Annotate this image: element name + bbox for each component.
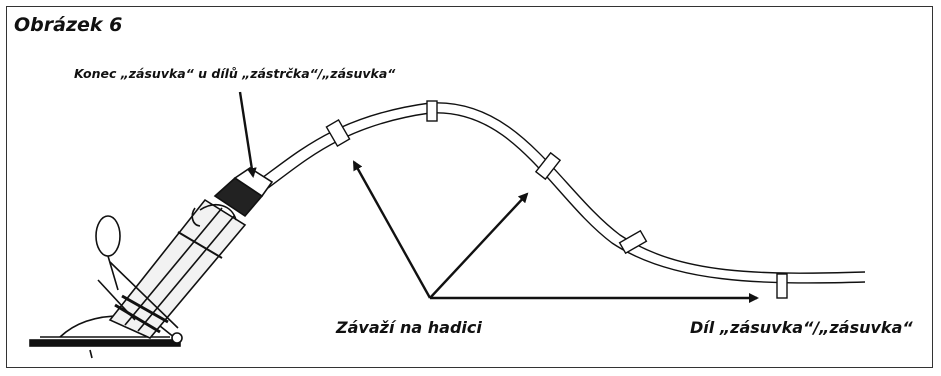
arrow-weight-1 [352, 160, 432, 299]
hose [261, 102, 866, 284]
label-hose-weights: Závaží na hadici [336, 318, 482, 337]
figure-title: Obrázek 6 [14, 14, 123, 36]
hose-weight [776, 273, 788, 299]
label-hose-socket-end: Konec „zásuvka“ u dílů „zástrčka“/„zásuv… [74, 66, 396, 81]
hose-weights [325, 100, 788, 299]
hose-weight [426, 100, 438, 122]
cleaner-tube [108, 198, 247, 339]
hose-weight [325, 119, 351, 147]
weight-arrows [352, 160, 759, 303]
cleaner-base [29, 339, 181, 347]
hose-weight [618, 229, 648, 255]
arrow-socket-end [238, 91, 257, 178]
label-socket-part: Díl „zásuvka“/„zásuvka“ [690, 318, 913, 337]
cleaner-float [95, 215, 121, 257]
pool-cleaner [29, 167, 274, 359]
arrow-weight-2 [429, 192, 529, 299]
hose-weight [534, 151, 562, 181]
